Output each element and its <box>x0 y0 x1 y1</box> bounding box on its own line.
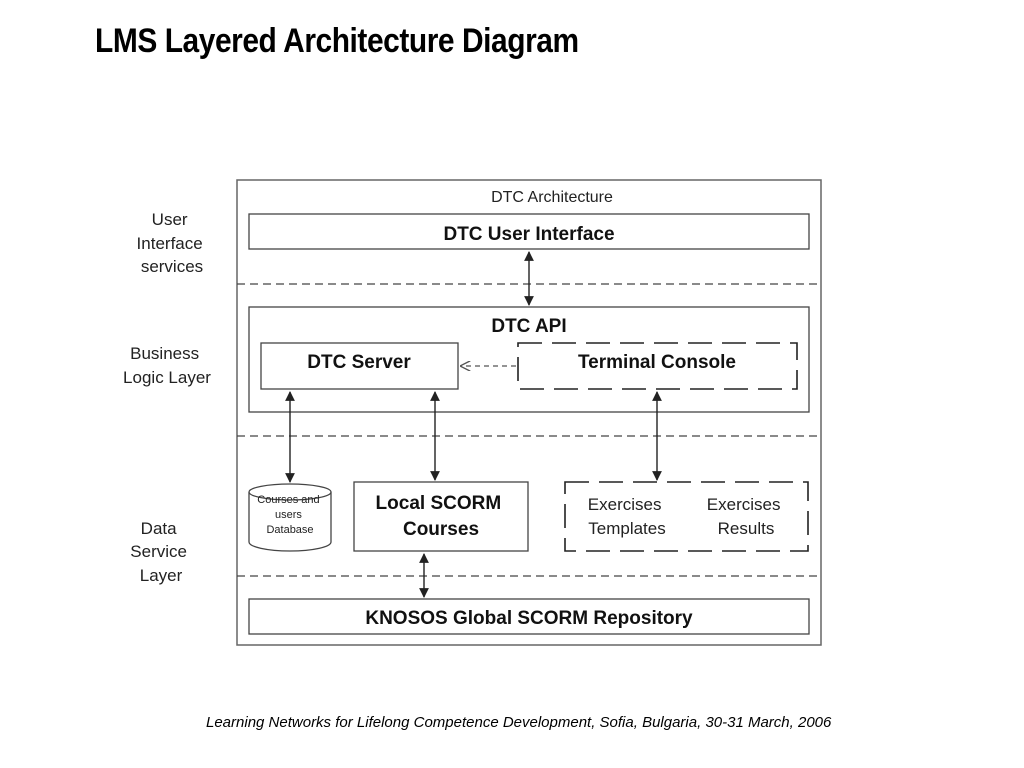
box-local-scorm-label-line: Local SCORM <box>376 493 502 514</box>
layer-label-business-line: Logic Layer <box>123 368 211 387</box>
architecture-frame <box>236 179 822 646</box>
box-user-interface <box>248 213 810 250</box>
box-exercises-templates-line: Templates <box>588 519 665 538</box>
database-label: Courses and users Database <box>257 494 322 536</box>
database-label-line: Courses and <box>257 494 319 506</box>
box-exercises-templates-label: Exercises Templates <box>588 495 666 538</box>
box-server-label: DTC Server <box>307 352 411 373</box>
database-cylinder: Courses and users Database <box>248 483 332 552</box>
slide-footer: Learning Networks for Lifelong Competenc… <box>206 714 832 731</box>
box-exercises-results-line: Results <box>718 519 775 538</box>
database-label-line: Database <box>266 524 313 536</box>
layer-label-data-line: Layer <box>140 566 183 585</box>
layer-label-ui: User Interface services <box>137 210 208 276</box>
box-server <box>260 342 459 390</box>
box-api-label: DTC API <box>491 316 566 337</box>
layer-label-ui-line: User <box>152 210 188 229</box>
box-exercises-results-line: Exercises <box>707 495 781 514</box>
database-cylinder-body <box>248 492 332 552</box>
box-local-scorm-label-line: Courses <box>403 519 479 540</box>
layer-label-ui-line: services <box>141 257 203 276</box>
box-terminal-console <box>517 342 798 390</box>
layer-label-business-line: Business <box>130 344 199 363</box>
box-exercises-templates-line: Exercises <box>588 495 662 514</box>
frame-title: DTC Architecture <box>491 189 613 206</box>
layer-label-data-line: Data <box>141 519 177 538</box>
box-repository-label: KNOSOS Global SCORM Repository <box>365 608 693 629</box>
layer-label-data-line: Service <box>130 542 187 561</box>
database-cylinder-top <box>248 483 332 501</box>
box-local-scorm <box>353 481 529 552</box>
database-label-line: users <box>275 509 302 521</box>
layer-label-business: Business Logic Layer <box>123 344 211 387</box>
layer-label-ui-line: Interface <box>137 234 203 253</box>
slide-title: LMS Layered Architecture Diagram <box>95 22 579 60</box>
box-repository <box>248 598 810 635</box>
box-exercises-results-label: Exercises Results <box>707 495 785 538</box>
box-local-scorm-label: Local SCORM Courses <box>376 493 507 540</box>
layer-label-data: Data Service Layer <box>130 519 191 585</box>
box-terminal-console-label: Terminal Console <box>578 352 736 373</box>
box-user-interface-label: DTC User Interface <box>443 224 614 245</box>
box-exercises <box>564 481 809 552</box>
